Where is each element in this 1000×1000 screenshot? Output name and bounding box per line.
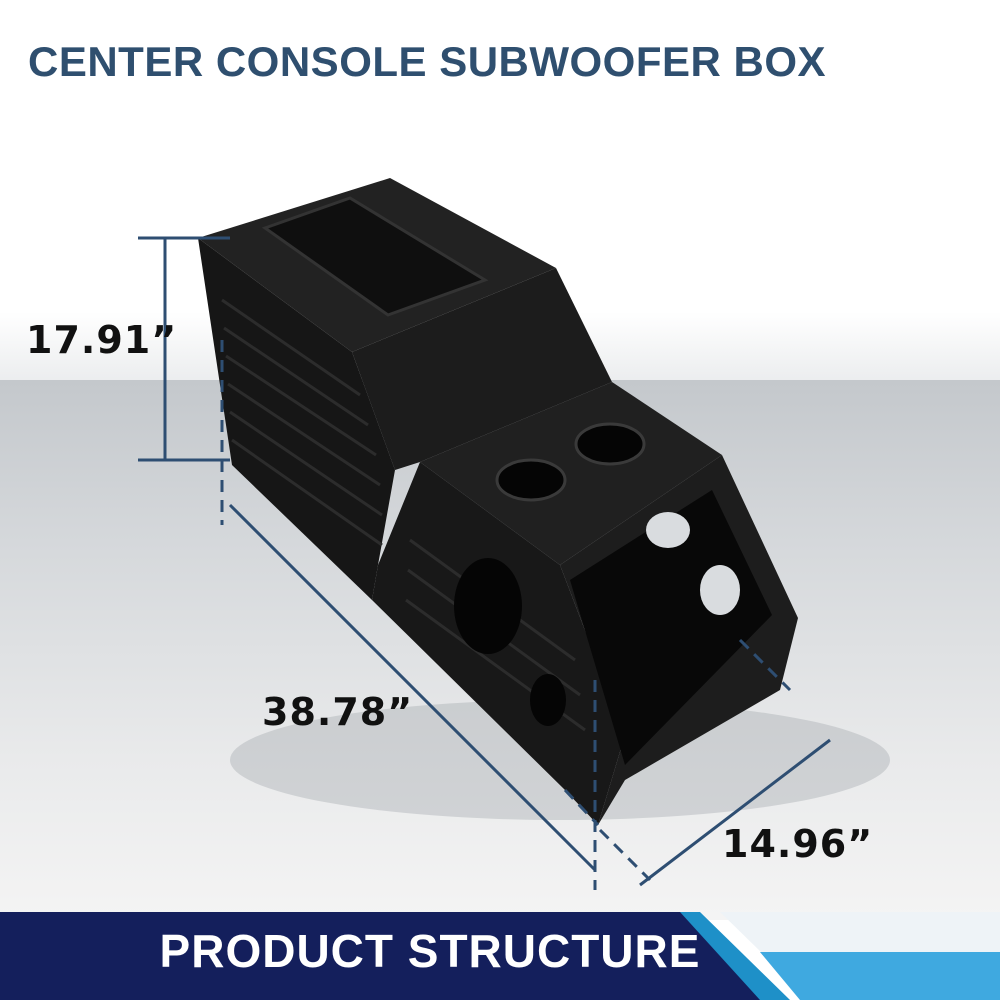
length-dimension-label: 38.78” [262,690,414,734]
top-tray [261,196,489,317]
banner-label: PRODUCT STRUCTURE [159,925,701,977]
front-top-surface [420,382,722,565]
dimension-lines [138,236,831,890]
side-ribs [221,298,383,547]
cup-holder-right [574,422,646,466]
banner-navy-block [0,912,760,1000]
footer-banner [0,912,1000,1000]
page-title: CENTER CONSOLE SUBWOOFER BOX [28,38,827,85]
rear-sloped-face [352,268,612,470]
height-dimension-label: 17.91” [26,318,178,362]
side-speaker-hole-small [530,674,566,726]
banner-blue-wedge [760,952,1000,1000]
inner-hole-bottom [700,565,740,615]
width-dimension-label: 14.96” [722,822,874,866]
rear-side-panel [198,238,395,600]
cup-holder-left [495,458,567,502]
front-opening [570,490,772,765]
side-speaker-hole-large [454,558,522,654]
inner-hole-top [646,512,690,548]
